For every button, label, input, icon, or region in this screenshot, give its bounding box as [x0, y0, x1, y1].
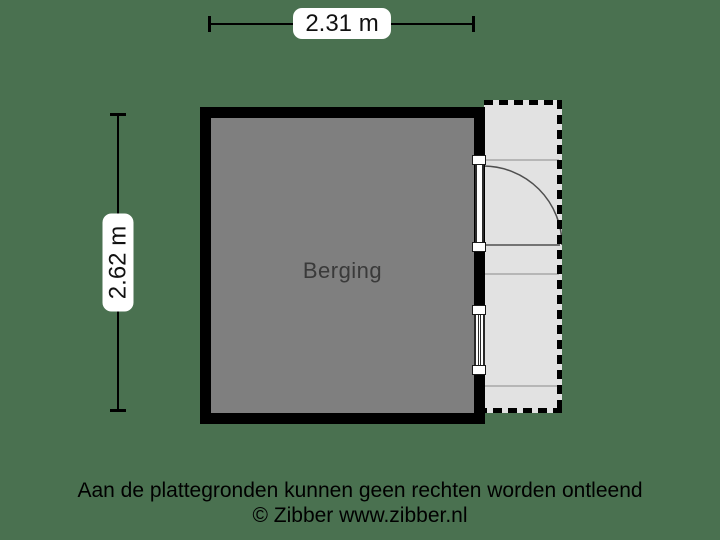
door-frame-top: [472, 155, 486, 165]
width-dimension-value: 2.31 m: [305, 9, 379, 37]
window-glazing-lines: [478, 315, 481, 365]
height-dimension-label: 2.62 m: [102, 213, 134, 312]
exterior-dashed-area: [484, 100, 562, 413]
window-frame-bottom: [472, 365, 486, 375]
height-dimension-value: 2.62 m: [104, 225, 131, 300]
door-leaf-icon: [475, 165, 484, 242]
exterior-markings: [484, 100, 562, 413]
room-walls: Berging: [200, 107, 485, 424]
height-dimension-tick-bottom: [110, 409, 126, 412]
width-dimension-label: 2.31 m: [293, 8, 391, 39]
disclaimer-text: Aan de plattegronden kunnen geen rechten…: [77, 479, 643, 502]
copyright-text: © Zibber www.zibber.nl: [252, 504, 468, 527]
height-dimension-tick-top: [110, 113, 126, 116]
room-label: Berging: [302, 258, 383, 283]
width-dimension-tick-left: [208, 16, 211, 32]
window-frame-top: [472, 305, 486, 315]
room-berging: Berging: [211, 118, 474, 413]
door-frame-bottom: [472, 242, 486, 252]
door-swing-arc-icon: [484, 165, 562, 246]
width-dimension-tick-right: [472, 16, 475, 32]
footer: Aan de plattegronden kunnen geen rechten…: [0, 478, 720, 528]
window-icon: [474, 315, 485, 365]
